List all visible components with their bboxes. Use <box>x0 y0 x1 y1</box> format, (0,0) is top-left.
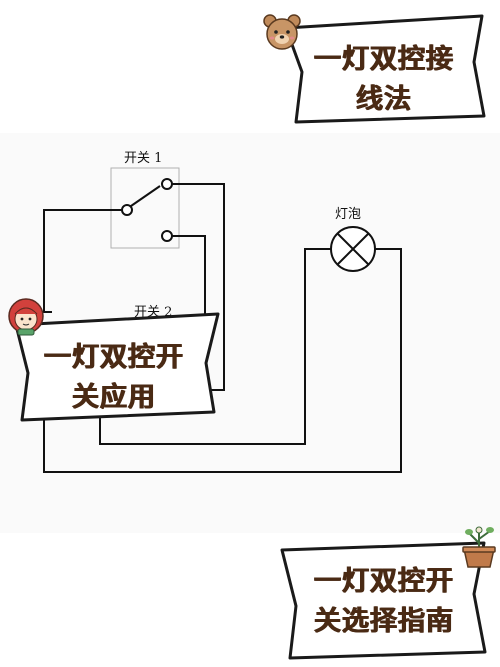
wire-bulb-return <box>43 248 402 473</box>
banner-middle-line1: 一灯双控开 <box>44 342 184 373</box>
potted-plant-icon <box>462 526 496 568</box>
wire-switch2-to-bulb <box>99 248 331 445</box>
banner-bottom-line2: 关选择指南 <box>314 606 454 637</box>
banner-bottom: 一灯双控开 关选择指南 <box>290 562 478 642</box>
switch1-lever <box>130 185 161 207</box>
banner-top: 一灯双控接 线法 <box>300 40 468 120</box>
switch1-label: 开关 1 <box>124 151 163 166</box>
banner-top-shape <box>284 14 486 124</box>
wire-input-left <box>43 209 122 312</box>
banner-top-line1: 一灯双控接 <box>314 44 454 75</box>
wire-traveler-2 <box>172 235 206 330</box>
banner-bottom-shape <box>280 541 487 660</box>
wire-traveler-1 <box>172 183 225 391</box>
banner-middle-shape <box>14 312 220 422</box>
banner-top-line2: 线法 <box>356 84 412 115</box>
switch1-box <box>110 167 180 249</box>
banner-middle-line2: 关应用 <box>72 382 156 413</box>
banner-middle: 一灯双控开 关应用 <box>24 338 204 418</box>
bear-face-icon <box>263 14 301 50</box>
bulb-label: 灯泡 <box>335 207 362 222</box>
banner-bottom-line1: 一灯双控开 <box>314 566 454 597</box>
girl-face-icon <box>8 298 44 336</box>
